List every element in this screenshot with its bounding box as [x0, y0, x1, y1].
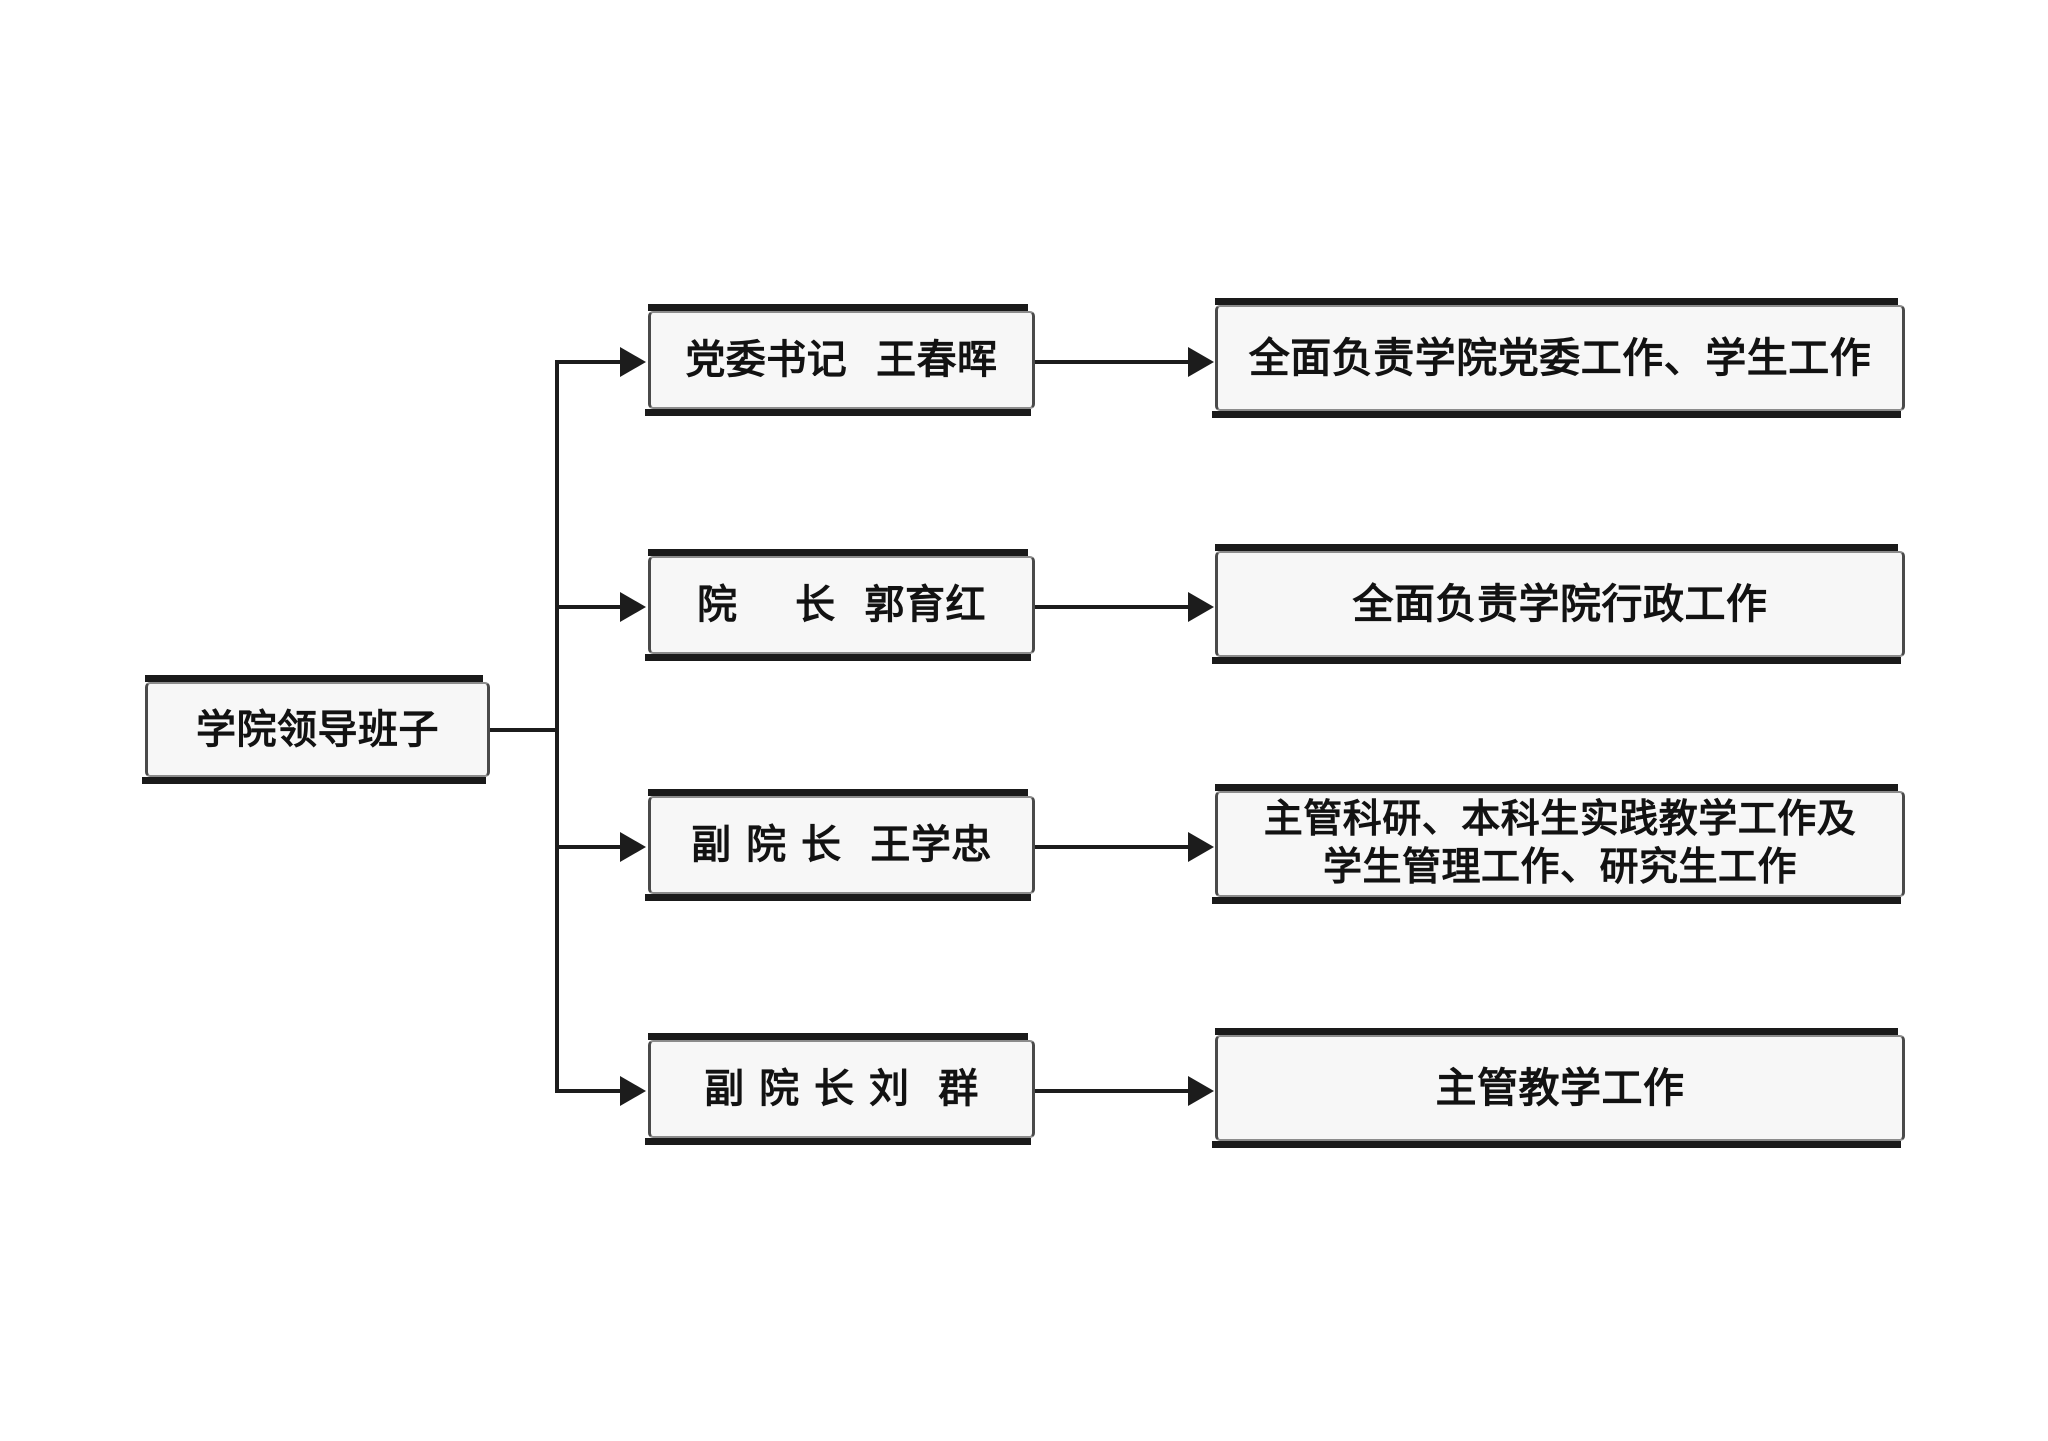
- node-role-2-label: 院 长 郭育红: [696, 581, 987, 629]
- node-role-party-secretary[interactable]: 党委书记 王春晖: [645, 304, 1035, 416]
- arrow-to-duty-3: [1188, 832, 1214, 862]
- arrow-to-role-1: [620, 347, 646, 377]
- node-duty-2-label: 全面负责学院行政工作: [1352, 579, 1768, 628]
- arrow-to-role-3: [620, 832, 646, 862]
- node-duty-4-label: 主管教学工作: [1435, 1063, 1685, 1112]
- connector-role-1-to-duty-1: [1035, 360, 1195, 364]
- node-role-1-label: 党委书记 王春晖: [685, 336, 998, 384]
- connector-role-4-to-duty-4: [1035, 1089, 1195, 1093]
- connector-spine-to-role-2: [555, 605, 627, 609]
- connector-role-3-to-duty-3: [1035, 845, 1195, 849]
- node-role-3-label: 副 院 长 王学忠: [691, 821, 992, 869]
- arrow-to-duty-1: [1188, 347, 1214, 377]
- node-role-vice-dean-wang[interactable]: 副 院 长 王学忠: [645, 789, 1035, 901]
- arrow-to-duty-2: [1188, 592, 1214, 622]
- node-duty-vice-dean-wang[interactable]: 主管科研、本科生实践教学工作及学生管理工作、研究生工作: [1212, 784, 1905, 904]
- connector-spine-to-role-1: [555, 360, 627, 364]
- node-role-4-label: 副 院 长 刘 群: [704, 1065, 979, 1113]
- node-root-label: 学院领导班子: [196, 705, 439, 753]
- connector-spine-to-role-4: [555, 1089, 627, 1093]
- connector-spine-to-role-3: [555, 845, 627, 849]
- node-duty-3-line-2: 学生管理工作、研究生工作: [1322, 844, 1797, 890]
- node-duty-party-secretary[interactable]: 全面负责学院党委工作、学生工作: [1212, 298, 1905, 418]
- arrow-to-duty-4: [1188, 1076, 1214, 1106]
- node-role-vice-dean-liu[interactable]: 副 院 长 刘 群: [645, 1033, 1035, 1145]
- connector-vertical-spine: [555, 360, 559, 1093]
- arrow-to-role-4: [620, 1076, 646, 1106]
- node-root-leadership-team[interactable]: 学院领导班子: [142, 675, 490, 784]
- connector-role-2-to-duty-2: [1035, 605, 1195, 609]
- arrow-to-role-2: [620, 592, 646, 622]
- node-duty-3-line-1: 主管科研、本科生实践教学工作及: [1263, 796, 1857, 843]
- node-duty-dean[interactable]: 全面负责学院行政工作: [1212, 544, 1905, 664]
- node-duty-vice-dean-liu[interactable]: 主管教学工作: [1212, 1028, 1905, 1148]
- connector-root-to-spine: [490, 728, 559, 732]
- node-duty-1-label: 全面负责学院党委工作、学生工作: [1248, 333, 1872, 382]
- node-duty-3-label: 主管科研、本科生实践教学工作及学生管理工作、研究生工作: [1264, 796, 1857, 891]
- node-role-dean[interactable]: 院 长 郭育红: [645, 549, 1035, 661]
